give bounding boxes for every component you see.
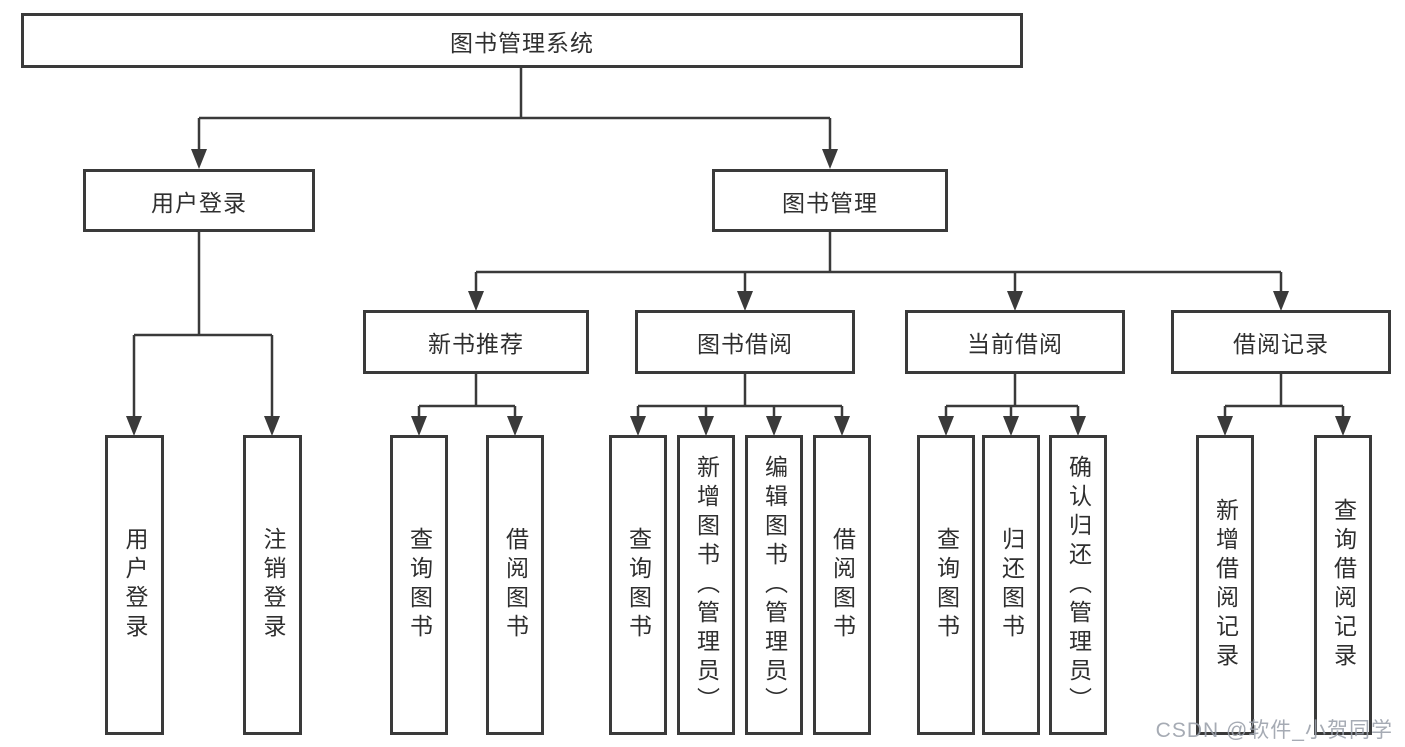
leaf-return-books: 归还图书 <box>982 435 1040 735</box>
node-label: 新增借阅记录 <box>1212 498 1239 672</box>
leaf-add-books-admin: 新增图书（管理员） <box>677 435 735 735</box>
leaf-logout: 注销登录 <box>243 435 302 735</box>
node-label: 借阅记录 <box>1233 331 1329 357</box>
leaf-add-borrow-record: 新增借阅记录 <box>1196 435 1254 735</box>
leaf-edit-books-admin: 编辑图书（管理员） <box>745 435 803 735</box>
node-label: 查询借阅记录 <box>1330 498 1357 672</box>
leaf-query-books-borrow: 查询图书 <box>609 435 667 735</box>
node-label: 编辑图书（管理员） <box>761 454 788 716</box>
node-new-book-recommend: 新书推荐 <box>363 310 589 374</box>
leaf-borrow-books-recommend: 借阅图书 <box>486 435 544 735</box>
node-label: 查询图书 <box>625 527 652 643</box>
node-library-management-system: 图书管理系统 <box>21 13 1023 68</box>
node-book-borrow: 图书借阅 <box>635 310 855 374</box>
node-borrow-records: 借阅记录 <box>1171 310 1391 374</box>
node-label: 图书管理 <box>782 189 878 216</box>
connector-segments <box>132 68 1345 428</box>
leaf-user-login: 用户登录 <box>105 435 164 735</box>
node-label: 注销登录 <box>260 527 286 643</box>
leaf-confirm-return-admin: 确认归还（管理员） <box>1049 435 1107 735</box>
leaf-query-books-current: 查询图书 <box>917 435 975 735</box>
node-label: 归还图书 <box>998 527 1025 643</box>
node-label: 当前借阅 <box>967 331 1063 357</box>
node-current-borrow: 当前借阅 <box>905 310 1125 374</box>
node-label: 借阅图书 <box>829 527 856 643</box>
node-label: 借阅图书 <box>502 527 529 643</box>
csdn-watermark: CSDN @软件_小贺同学 <box>1155 719 1393 742</box>
leaf-query-books-recommend: 查询图书 <box>390 435 448 735</box>
leaf-borrow-books: 借阅图书 <box>813 435 871 735</box>
leaf-query-borrow-record: 查询借阅记录 <box>1314 435 1372 735</box>
node-label: 用户登录 <box>122 527 148 643</box>
arrowheads <box>126 149 1351 436</box>
node-label: 图书管理系统 <box>450 29 594 56</box>
node-book-management: 图书管理 <box>712 169 948 232</box>
node-label: 图书借阅 <box>697 331 793 357</box>
node-label: 查询图书 <box>933 527 960 643</box>
node-label: 用户登录 <box>151 189 247 216</box>
node-label: 新增图书（管理员） <box>693 454 720 716</box>
node-label: 查询图书 <box>406 527 433 643</box>
node-user-login-group: 用户登录 <box>83 169 315 232</box>
node-label: 确认归还（管理员） <box>1065 454 1092 716</box>
node-label: 新书推荐 <box>428 331 524 357</box>
